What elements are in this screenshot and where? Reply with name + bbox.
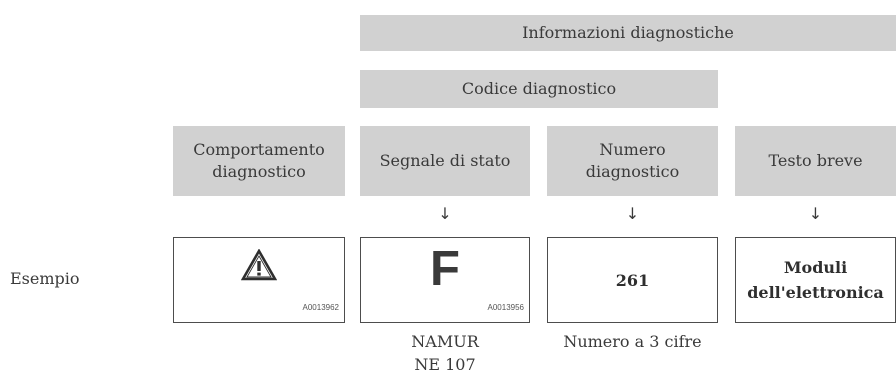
column-label: Numero diagnostico (585, 140, 680, 181)
short-text-value: Moduli dell'elettronica (747, 258, 884, 302)
diagnostic-number-value: 261 (615, 270, 650, 290)
status-signal-letter: F (430, 242, 460, 296)
column-diagnostic-number: Numero diagnostico (547, 126, 718, 196)
diagnostic-info-title: Informazioni diagnostiche (522, 23, 734, 42)
example-status-signal-box: F A0013956 (360, 237, 530, 323)
note-line: NE 107 (414, 355, 476, 374)
down-arrow-icon: ↓ (438, 204, 452, 223)
column-label: Segnale di stato (379, 151, 511, 170)
down-arrow-icon: ↓ (808, 204, 823, 223)
example-label: Esempio (10, 269, 80, 288)
status-signal-note: NAMUR NE 107 (360, 330, 530, 376)
example-short-text-box: Moduli dell'elettronica (735, 237, 896, 323)
column-status-signal: Segnale di stato (360, 126, 530, 196)
column-label: Comportamento diagnostico (193, 140, 325, 181)
column-short-text: Testo breve (735, 126, 896, 196)
note-line: NAMUR (411, 332, 479, 351)
figure-reference: A0013956 (487, 303, 524, 312)
note-line: Numero a 3 cifre (563, 332, 702, 351)
example-number-box: 261 (547, 237, 718, 323)
figure-reference: A0013962 (302, 303, 339, 312)
down-arrow-icon: ↓ (625, 204, 640, 223)
column-label: Testo breve (768, 151, 863, 170)
column-diagnostic-behavior: Comportamento diagnostico (173, 126, 345, 196)
warning-icon (174, 249, 344, 281)
diagnostic-code-label: Codice diagnostico (461, 79, 617, 98)
example-behavior-box: A0013962 (173, 237, 345, 323)
number-note: Numero a 3 cifre (547, 330, 718, 353)
diagnostic-info-header: Informazioni diagnostiche (360, 15, 896, 51)
diagnostic-code-bar: Codice diagnostico (360, 70, 718, 108)
